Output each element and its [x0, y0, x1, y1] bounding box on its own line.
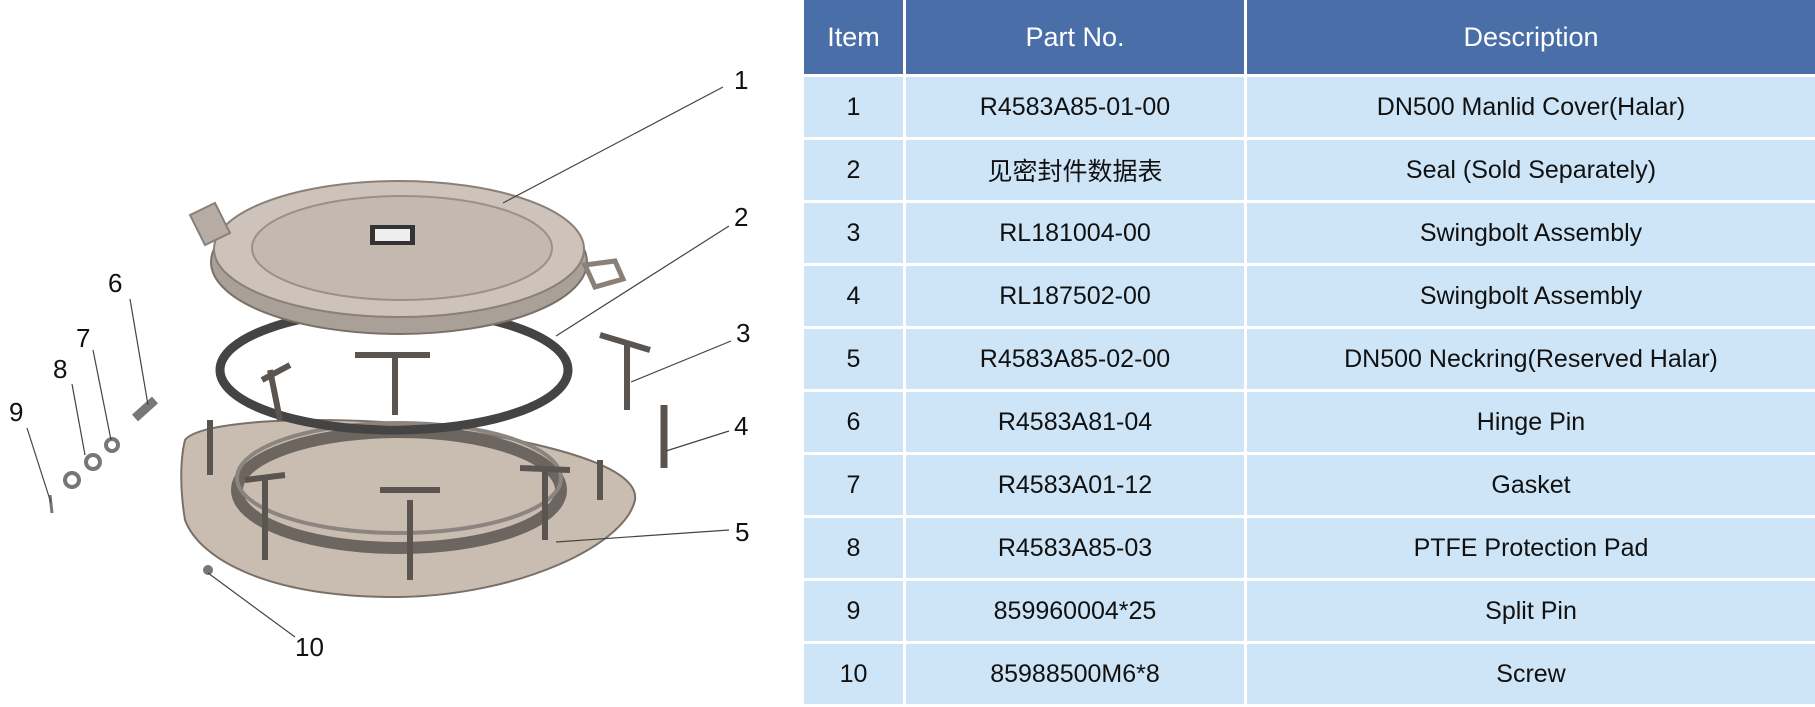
- callout-6: 6: [108, 268, 122, 298]
- cell-description: Screw: [1246, 643, 1815, 706]
- callout-4: 4: [734, 411, 748, 441]
- callout-1: 1: [734, 65, 748, 95]
- swingbolt-assembly-3: [600, 335, 650, 410]
- cell-item: 2: [803, 139, 905, 202]
- callout-7: 7: [76, 323, 90, 353]
- cell-description: Gasket: [1246, 454, 1815, 517]
- callout-9: 9: [9, 397, 23, 427]
- cell-item: 4: [803, 265, 905, 328]
- cell-item: 8: [803, 517, 905, 580]
- callout-5: 5: [735, 517, 749, 547]
- cell-description: DN500 Manlid Cover(Halar): [1246, 76, 1815, 139]
- callout-8: 8: [53, 354, 67, 384]
- cell-part-no: 85988500M6*8: [905, 643, 1246, 706]
- cell-part-no: 见密封件数据表: [905, 139, 1246, 202]
- cell-description: DN500 Neckring(Reserved Halar): [1246, 328, 1815, 391]
- cell-description: Swingbolt Assembly: [1246, 202, 1815, 265]
- cell-description: Swingbolt Assembly: [1246, 265, 1815, 328]
- cell-part-no: R4583A85-02-00: [905, 328, 1246, 391]
- header-item: Item: [803, 0, 905, 76]
- cell-item: 1: [803, 76, 905, 139]
- cell-description: Split Pin: [1246, 580, 1815, 643]
- swingbolt-center: [262, 355, 430, 420]
- manlid-cover: [190, 181, 623, 334]
- cell-part-no: R4583A85-03: [905, 517, 1246, 580]
- table-header: Item Part No. Description: [803, 0, 1815, 76]
- cell-description: Seal (Sold Separately): [1246, 139, 1815, 202]
- cell-part-no: RL187502-00: [905, 265, 1246, 328]
- cell-item: 3: [803, 202, 905, 265]
- cell-part-no: R4583A81-04: [905, 391, 1246, 454]
- callout-10: 10: [295, 632, 324, 662]
- exploded-view-diagram: 1 2 3 4 5 6 7 8 9 10: [0, 0, 790, 700]
- cell-item: 5: [803, 328, 905, 391]
- cell-part-no: 859960004*25: [905, 580, 1246, 643]
- cell-item: 10: [803, 643, 905, 706]
- cell-part-no: RL181004-00: [905, 202, 1246, 265]
- cell-item: 9: [803, 580, 905, 643]
- cell-description: PTFE Protection Pad: [1246, 517, 1815, 580]
- cell-part-no: R4583A01-12: [905, 454, 1246, 517]
- header-part-no: Part No.: [905, 0, 1246, 76]
- cell-item: 6: [803, 391, 905, 454]
- cell-description: Hinge Pin: [1246, 391, 1815, 454]
- callout-2: 2: [734, 202, 748, 232]
- callout-3: 3: [736, 318, 750, 348]
- cell-item: 7: [803, 454, 905, 517]
- cell-part-no: R4583A85-01-00: [905, 76, 1246, 139]
- header-description: Description: [1246, 0, 1815, 76]
